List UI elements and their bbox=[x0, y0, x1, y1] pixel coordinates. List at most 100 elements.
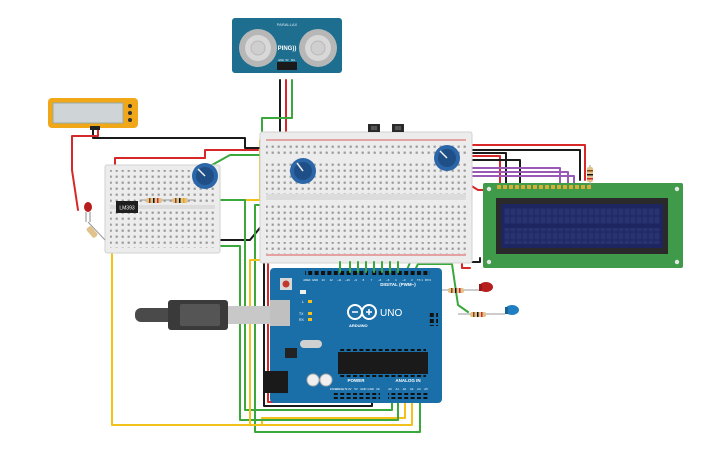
digital-pin-label-6: ~9 bbox=[354, 278, 358, 282]
multimeter-port-2 bbox=[128, 111, 132, 115]
lcd-pin[interactable] bbox=[563, 185, 567, 189]
digital-pin-label-7: 8 bbox=[363, 278, 365, 282]
arduino-digital-label: DIGITAL (PWM~) bbox=[380, 282, 416, 287]
wire-green-d10 bbox=[413, 263, 469, 313]
pushbutton-1[interactable] bbox=[368, 124, 380, 132]
led-red-left[interactable] bbox=[84, 202, 92, 222]
analog-header bbox=[388, 393, 428, 399]
lcd-pin[interactable] bbox=[557, 185, 561, 189]
power-header bbox=[332, 393, 380, 399]
usb-socket bbox=[270, 300, 290, 326]
lcd-pin[interactable] bbox=[533, 185, 537, 189]
sensor-brand-label: PARALLAX bbox=[277, 22, 298, 27]
lcd-pin-header bbox=[497, 185, 591, 189]
lcd-16x2[interactable] bbox=[483, 183, 683, 268]
wire-black-lcd-2 bbox=[469, 152, 507, 186]
multimeter[interactable] bbox=[48, 98, 138, 130]
wires-front bbox=[339, 261, 399, 273]
lcd-pin[interactable] bbox=[503, 185, 507, 189]
lcd-pin[interactable] bbox=[569, 185, 573, 189]
arduino-power-label: POWER bbox=[347, 378, 365, 383]
arduino-uno-label: UNO bbox=[380, 308, 402, 319]
power-pin-label-6: Vin bbox=[376, 387, 380, 391]
sensor-name-label: PING)) bbox=[278, 46, 297, 52]
digital-pin-label-11: 4 bbox=[395, 278, 397, 282]
lcd-pin[interactable] bbox=[545, 185, 549, 189]
power-pin-label-0: IOREF bbox=[330, 387, 339, 391]
arduino-logo bbox=[347, 304, 377, 320]
sensor-pin-sig: SIG bbox=[291, 59, 295, 62]
lcd-pin[interactable] bbox=[515, 185, 519, 189]
potentiometer-middle[interactable] bbox=[290, 158, 316, 184]
digital-pin-label-2: 13 bbox=[322, 278, 326, 282]
arduino-tx-label: TX bbox=[299, 312, 304, 316]
capacitor-1 bbox=[306, 373, 320, 387]
power-jack bbox=[264, 371, 288, 393]
digital-pin-label-3: 12 bbox=[330, 278, 334, 282]
multimeter-port-3 bbox=[128, 118, 132, 122]
wire-purple-lcd-2 bbox=[469, 171, 569, 186]
wire-red-top-left bbox=[114, 149, 259, 166]
led-red-right[interactable] bbox=[479, 282, 493, 292]
potentiometer-right[interactable] bbox=[434, 145, 460, 171]
analog-pin-label-4: A4 bbox=[417, 387, 421, 391]
sensor-pin-5v: 5V bbox=[285, 59, 288, 62]
resistor-led-blue[interactable] bbox=[458, 312, 505, 317]
power-pin-label-3: 5V bbox=[354, 387, 358, 391]
digital-pin-label-1: GND bbox=[312, 278, 318, 282]
resistor-led-red[interactable] bbox=[440, 288, 480, 293]
digital-pin-label-4: ~11 bbox=[337, 278, 342, 282]
wire-green-bottom-outer bbox=[254, 204, 421, 433]
atmega-chip bbox=[338, 352, 428, 374]
sensor-pin-gnd: GND bbox=[278, 59, 284, 62]
power-pin-label-1: RESET bbox=[337, 387, 347, 391]
arduino-brand-label: ARDUINO bbox=[349, 323, 368, 328]
analog-pin-label-3: A3 bbox=[410, 387, 414, 391]
lcd-pin[interactable] bbox=[587, 185, 591, 189]
pushbutton-2[interactable] bbox=[392, 124, 404, 132]
analog-pin-label-2: A2 bbox=[403, 387, 407, 391]
lcd-pin[interactable] bbox=[575, 185, 579, 189]
arduino-l-label: L bbox=[302, 300, 304, 304]
power-pin-label-4: GND bbox=[360, 387, 366, 391]
analog-pin-label-1: A1 bbox=[395, 387, 399, 391]
lcd-pin[interactable] bbox=[551, 185, 555, 189]
digital-pin-label-9: ~6 bbox=[378, 278, 382, 282]
digital-pin-label-0: AREF bbox=[303, 278, 311, 282]
wire-sensor-green bbox=[261, 79, 293, 143]
arduino-uno[interactable]: UNO ARDUINO DIGITAL (PWM~) POWER ANALOG … bbox=[264, 268, 442, 403]
digital-pin-label-15: RX 0 bbox=[425, 278, 432, 282]
arduino-analog-label: ANALOG IN bbox=[395, 378, 420, 383]
lcd-pin[interactable] bbox=[497, 185, 501, 189]
lcd-pin[interactable] bbox=[509, 185, 513, 189]
ping-sensor[interactable]: PARALLAX PING)) GND 5V SIG bbox=[232, 18, 342, 73]
digital-pin-label-12: ~3 bbox=[402, 278, 406, 282]
potentiometer-left[interactable] bbox=[192, 163, 218, 189]
capacitor-2 bbox=[319, 373, 333, 387]
digital-pin-label-14: TX 1 bbox=[417, 278, 423, 282]
digital-pin-label-10: ~5 bbox=[386, 278, 390, 282]
resistor-lcd[interactable] bbox=[587, 165, 593, 185]
resistor-left-3[interactable] bbox=[86, 221, 106, 241]
digital-pin-label-13: 2 bbox=[411, 278, 413, 282]
lm393-chip[interactable]: LM393 bbox=[116, 201, 138, 213]
resistor-left-2[interactable] bbox=[168, 198, 195, 203]
wire-purple-lcd-1 bbox=[469, 167, 561, 186]
lcd-pin[interactable] bbox=[527, 185, 531, 189]
digital-pin-label-8: 7 bbox=[371, 278, 373, 282]
usb-cable[interactable] bbox=[135, 300, 284, 330]
lm393-label: LM393 bbox=[119, 206, 135, 212]
analog-pin-label-5: A5 bbox=[424, 387, 428, 391]
lcd-pin[interactable] bbox=[521, 185, 525, 189]
resistor-left-1[interactable] bbox=[140, 198, 168, 203]
wire-multimeter-red bbox=[71, 127, 99, 211]
lcd-pin[interactable] bbox=[539, 185, 543, 189]
analog-pin-label-0: A0 bbox=[388, 387, 392, 391]
lcd-pin[interactable] bbox=[581, 185, 585, 189]
led-blue-right[interactable] bbox=[505, 305, 519, 315]
digital-pin-label-5: ~10 bbox=[345, 278, 350, 282]
